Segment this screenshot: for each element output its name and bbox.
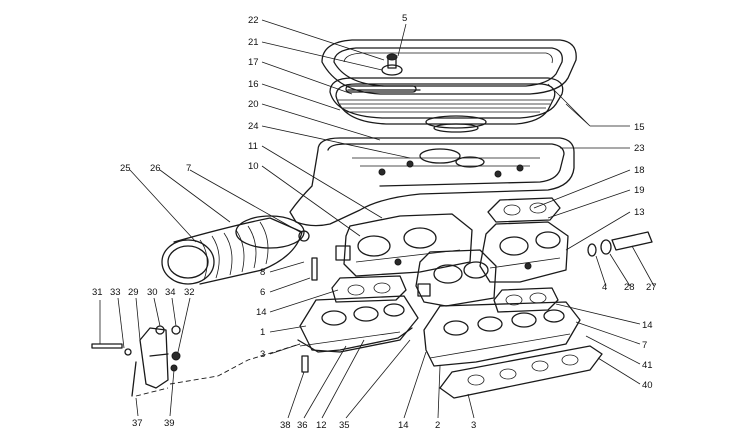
carb-top-gasket — [487, 197, 561, 223]
callout-11: 11 — [248, 141, 258, 152]
callout-labels: 22 5 21 17 16 20 24 11 10 15 23 18 19 13… — [92, 13, 657, 431]
leader-lines — [99, 19, 655, 419]
callout-18: 18 — [634, 165, 645, 176]
callout-14-right: 14 — [642, 320, 653, 331]
callout-2: 2 — [435, 420, 440, 431]
carburettor-bank-front — [479, 221, 569, 283]
callout-36: 36 — [297, 420, 308, 431]
callout-14-left: 14 — [256, 307, 267, 318]
hidden-line-2 — [135, 387, 169, 397]
callout-31: 31 — [92, 287, 103, 298]
carburettor-bank-middle — [415, 249, 497, 307]
callout-32: 32 — [184, 287, 195, 298]
callout-33: 33 — [110, 287, 121, 298]
callout-3-left: 3 — [260, 349, 265, 360]
manifold-gasket-lower — [439, 345, 603, 399]
callout-25: 25 — [120, 163, 131, 174]
callout-41: 41 — [642, 360, 653, 371]
callout-34: 34 — [165, 287, 176, 298]
throttle-linkage-bracket — [91, 325, 181, 397]
intake-manifold-left — [297, 295, 419, 353]
callout-17: 17 — [248, 57, 259, 68]
callout-23: 23 — [634, 143, 645, 154]
callout-27: 27 — [646, 282, 657, 293]
callout-5: 5 — [402, 13, 407, 24]
callout-24: 24 — [248, 121, 259, 132]
hidden-line — [169, 343, 301, 385]
callout-16: 16 — [248, 79, 259, 90]
callout-20: 20 — [248, 99, 259, 110]
intake-manifold-right — [423, 301, 581, 367]
callout-7-top: 7 — [186, 163, 191, 174]
callout-7-right: 7 — [642, 340, 647, 351]
callout-10: 10 — [248, 161, 259, 172]
callout-19: 19 — [634, 185, 645, 196]
callout-12: 12 — [316, 420, 327, 431]
callout-40: 40 — [642, 380, 653, 391]
callout-22: 22 — [248, 15, 259, 26]
callout-1: 1 — [260, 327, 265, 338]
stud-bolt — [301, 257, 318, 373]
callout-14-bottom: 14 — [398, 420, 409, 431]
callout-3-bottom: 3 — [471, 420, 476, 431]
callout-26: 26 — [150, 163, 161, 174]
callout-30: 30 — [147, 287, 158, 298]
callout-8: 8 — [260, 267, 265, 278]
callout-4: 4 — [602, 282, 607, 293]
callout-37: 37 — [132, 418, 143, 429]
fuel-pipe — [587, 231, 653, 257]
callout-28: 28 — [624, 282, 635, 293]
callout-21: 21 — [248, 37, 259, 48]
carburettor-bank-rear — [335, 213, 473, 277]
air-intake-base — [289, 137, 575, 227]
callout-38: 38 — [280, 420, 291, 431]
callout-29: 29 — [128, 287, 139, 298]
air-filter-element — [329, 77, 564, 133]
callout-6: 6 — [260, 287, 265, 298]
intake-bellows — [161, 215, 310, 285]
callout-15: 15 — [634, 122, 645, 133]
spacer-gaskets — [331, 275, 559, 313]
callout-13: 13 — [634, 207, 645, 218]
callout-39: 39 — [164, 418, 175, 429]
callout-35: 35 — [339, 420, 350, 431]
